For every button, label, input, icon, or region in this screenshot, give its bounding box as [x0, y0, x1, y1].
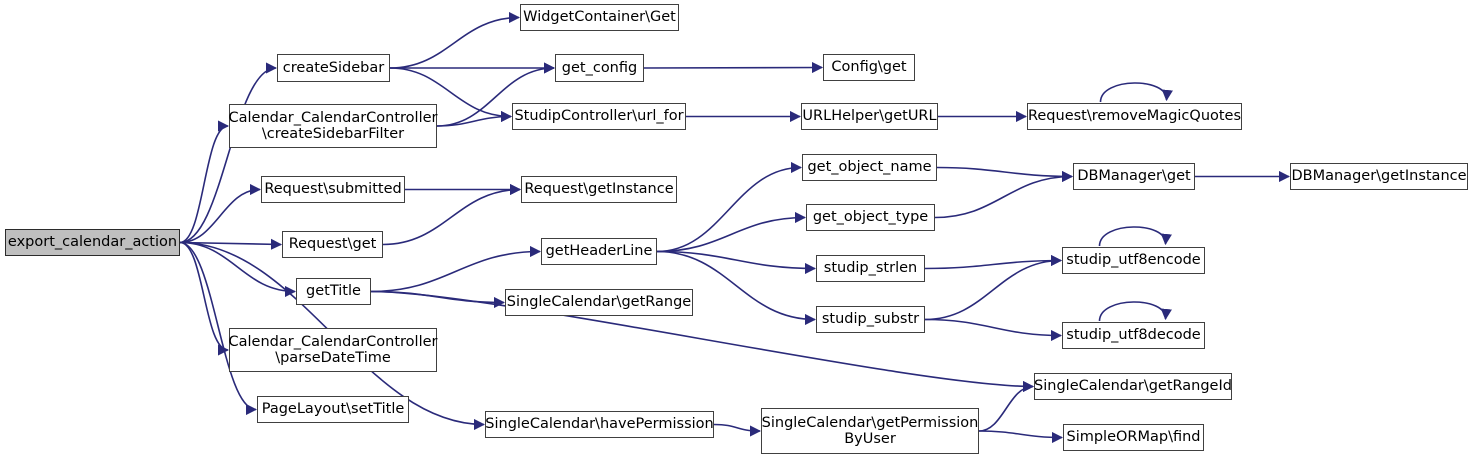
graph-edge-self-removeMagicQuotes	[1099, 82, 1173, 103]
graph-node-export_calendar_action[interactable]: export_calendar_action	[5, 229, 180, 256]
graph-node-simpleORMapFind[interactable]: SimpleORMap\find	[1063, 424, 1204, 451]
graph-node-getRange[interactable]: SingleCalendar\getRange	[505, 289, 693, 316]
graph-node-label: get_object_type	[812, 209, 929, 226]
graph-edge-getHeaderLine-to-get_object_name	[656, 161, 803, 253]
graph-edge-createSidebarFilter-to-urlFor	[436, 110, 513, 127]
graph-node-label: StudipController\url_for	[514, 108, 684, 125]
graph-edge-getTitle-to-getRangeId	[370, 290, 1035, 393]
graph-edge-getTitle-to-getHeaderLine	[370, 245, 542, 293]
graph-node-configGet[interactable]: Config\get	[823, 54, 915, 81]
graph-node-label: Request\removeMagicQuotes	[1027, 108, 1242, 125]
graph-edge-export_calendar_action-to-pageLayoutSetTitle	[179, 241, 258, 416]
graph-node-createSidebar[interactable]: createSidebar	[277, 54, 390, 82]
graph-node-studip_utf8encode[interactable]: studip_utf8encode	[1062, 247, 1205, 274]
graph-edge-studip_substr-to-studip_utf8encode	[924, 254, 1063, 321]
graph-node-dbManagerGetInstance[interactable]: DBManager\getInstance	[1290, 163, 1468, 190]
graph-node-requestSubmitted[interactable]: Request\submitted	[261, 176, 405, 203]
graph-node-studip_utf8decode[interactable]: studip_utf8decode	[1062, 322, 1205, 349]
graph-node-label: SingleCalendar\getRange	[506, 294, 692, 311]
graph-edge-studip_substr-to-studip_utf8decode	[924, 318, 1063, 342]
graph-edge-get_object_type-to-dbManagerGet	[934, 170, 1074, 219]
graph-edge-get_config-to-configGet	[643, 61, 824, 74]
graph-edge-requestGet-to-requestGetInstance	[382, 183, 522, 246]
graph-edge-export_calendar_action-to-parseDateTime	[179, 241, 230, 356]
graph-node-label: Calendar_CalendarController \parseDateTi…	[228, 333, 438, 366]
graph-edge-getPermissionByUser-to-getRangeId	[978, 380, 1035, 432]
graph-node-studip_strlen[interactable]: studip_strlen	[816, 255, 925, 282]
graph-edge-createSidebarFilter-to-get_config	[436, 62, 556, 127]
graph-node-label: studip_substr	[821, 311, 920, 328]
graph-node-label: getHeaderLine	[545, 243, 653, 260]
graph-node-pageLayoutSetTitle[interactable]: PageLayout\setTitle	[257, 396, 409, 423]
graph-node-label: Config\get	[831, 59, 907, 76]
graph-node-urlFor[interactable]: StudipController\url_for	[512, 103, 686, 130]
graph-node-label: SingleCalendar\havePermission	[485, 416, 714, 433]
graph-node-getHeaderLine[interactable]: getHeaderLine	[541, 238, 657, 265]
graph-node-label: SimpleORMap\find	[1066, 429, 1201, 446]
graph-node-studip_substr[interactable]: studip_substr	[816, 306, 925, 333]
graph-edge-getHeaderLine-to-studip_strlen	[656, 250, 817, 275]
graph-node-label: Request\getInstance	[524, 181, 674, 198]
graph-node-label: URLHelper\getURL	[802, 108, 937, 125]
graph-node-label: DBManager\get	[1077, 168, 1191, 185]
graph-node-urlHelperGetURL[interactable]: URLHelper\getURL	[801, 103, 938, 130]
graph-edge-get_object_name-to-dbManagerGet	[936, 166, 1074, 183]
graph-node-label: Calendar_CalendarController \createSideb…	[228, 109, 438, 142]
graph-edge-self-studip_utf8decode	[1098, 301, 1172, 322]
graph-node-label: studip_utf8decode	[1066, 327, 1201, 344]
graph-edge-createSidebar-to-urlFor	[389, 67, 513, 123]
graph-node-label: Request\submitted	[264, 181, 402, 198]
graph-node-requestGet[interactable]: Request\get	[282, 231, 383, 258]
graph-node-get_object_type[interactable]: get_object_type	[806, 204, 935, 231]
graph-node-label: DBManager\getInstance	[1291, 168, 1467, 185]
graph-node-label: studip_utf8encode	[1066, 252, 1201, 269]
graph-edge-studip_strlen-to-studip_utf8encode	[924, 254, 1063, 270]
graph-node-label: SingleCalendar\getRangeId	[1034, 378, 1232, 395]
graph-node-removeMagicQuotes[interactable]: Request\removeMagicQuotes	[1027, 103, 1242, 130]
graph-node-label: getTitle	[306, 283, 361, 300]
graph-node-get_object_name[interactable]: get_object_name	[802, 154, 937, 181]
graph-node-requestGetInstance[interactable]: Request\getInstance	[521, 176, 677, 203]
graph-node-label: Request\get	[288, 236, 377, 253]
graph-node-label: export_calendar_action	[7, 234, 178, 251]
graph-node-label: PageLayout\setTitle	[261, 401, 405, 418]
graph-edge-getPermissionByUser-to-simpleORMapFind	[978, 430, 1064, 444]
graph-node-get_config[interactable]: get_config	[555, 54, 644, 82]
graph-node-parseDateTime[interactable]: Calendar_CalendarController \parseDateTi…	[229, 328, 438, 372]
graph-node-havePermission[interactable]: SingleCalendar\havePermission	[485, 411, 714, 438]
graph-node-dbManagerGet[interactable]: DBManager\get	[1073, 163, 1195, 190]
graph-node-getRangeId[interactable]: SingleCalendar\getRangeId	[1034, 373, 1232, 400]
graph-edge-getHeaderLine-to-get_object_type	[656, 211, 807, 253]
graph-edge-self-studip_utf8encode	[1098, 226, 1172, 247]
graph-node-getTitle[interactable]: getTitle	[296, 278, 371, 305]
graph-node-getPermissionByUser[interactable]: SingleCalendar\getPermission ByUser	[761, 408, 979, 454]
graph-edge-export_calendar_action-to-createSidebarFilter	[179, 120, 230, 244]
graph-edge-getHeaderLine-to-studip_substr	[656, 250, 817, 326]
graph-node-label: get_object_name	[807, 159, 932, 176]
graph-edge-havePermission-to-getPermissionByUser	[713, 423, 762, 437]
graph-node-label: createSidebar	[282, 59, 385, 76]
graph-edge-createSidebar-to-widgetContainerGet	[389, 11, 521, 69]
graph-edge-export_calendar_action-to-requestGet	[179, 238, 283, 250]
graph-node-widgetContainerGet[interactable]: WidgetContainer\Get	[520, 4, 679, 31]
graph-node-label: WidgetContainer\Get	[523, 9, 676, 26]
graph-node-label: get_config	[561, 59, 638, 76]
graph-node-label: SingleCalendar\getPermission ByUser	[761, 414, 979, 447]
graph-edge-export_calendar_action-to-createSidebar	[179, 62, 278, 244]
graph-edge-export_calendar_action-to-requestSubmitted	[179, 183, 262, 244]
graph-node-createSidebarFilter[interactable]: Calendar_CalendarController \createSideb…	[229, 104, 438, 148]
graph-node-label: studip_strlen	[823, 260, 918, 277]
